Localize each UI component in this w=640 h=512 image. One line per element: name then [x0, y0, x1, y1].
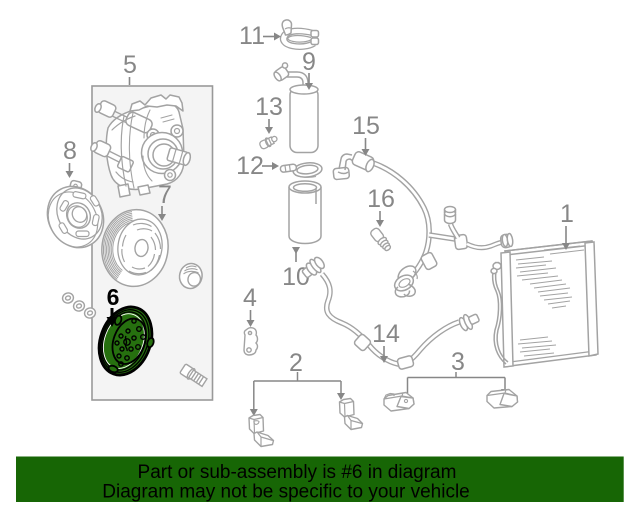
svg-text:9: 9: [302, 48, 316, 76]
svg-text:7: 7: [158, 181, 172, 209]
svg-text:Part or sub-assembly is #6 in: Part or sub-assembly is #6 in diagram: [138, 462, 457, 483]
svg-text:15: 15: [352, 112, 380, 140]
svg-text:2: 2: [289, 349, 303, 377]
svg-text:13: 13: [255, 93, 283, 121]
svg-text:8: 8: [63, 137, 77, 165]
svg-text:14: 14: [372, 320, 400, 348]
svg-text:3: 3: [451, 348, 465, 376]
svg-text:12: 12: [236, 152, 264, 180]
svg-text:11: 11: [239, 22, 265, 50]
svg-text:5: 5: [123, 51, 137, 79]
svg-text:4: 4: [243, 284, 257, 312]
svg-text:16: 16: [367, 185, 395, 213]
svg-text:Diagram may not be specific to: Diagram may not be specific to your vehi…: [102, 482, 470, 503]
svg-text:6: 6: [107, 284, 120, 310]
svg-text:1: 1: [560, 200, 574, 228]
